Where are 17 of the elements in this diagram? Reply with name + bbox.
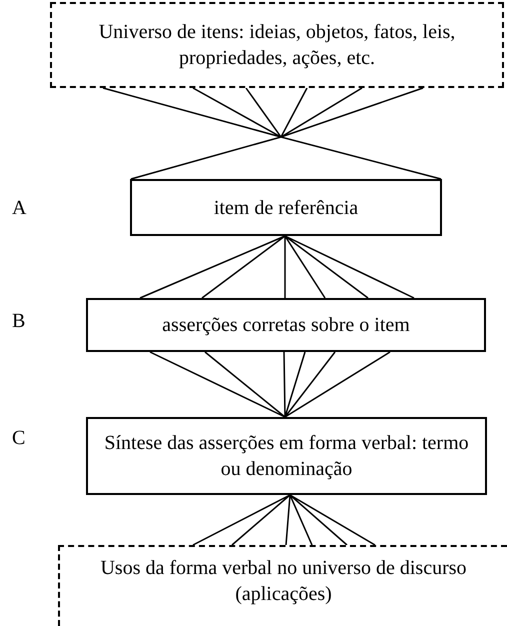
connector-line: [149, 351, 391, 418]
connector-line: [192, 494, 376, 546]
dashed-box: [58, 545, 507, 626]
connector-line: [139, 235, 415, 299]
connector-line: [102, 87, 442, 180]
process-box: [86, 417, 487, 495]
level-label: A: [12, 198, 26, 218]
box-text: item de referência: [212, 196, 360, 220]
box-text: Universo de itens: ideias, objetos, fatos, leis, propriedades, ações, etc.: [98, 20, 456, 71]
box-text: Síntese das asserções em forma verbal: termo ou denominação: [103, 431, 470, 482]
level-label: C: [12, 428, 26, 448]
dashed-box: [50, 2, 504, 88]
box-text: asserções corretas sobre o item: [161, 313, 411, 338]
process-box: [130, 179, 442, 236]
level-label: B: [12, 311, 26, 331]
box-text: Usos da forma verbal no universo de discurso (aplicações): [99, 556, 468, 606]
process-box: [86, 298, 486, 352]
